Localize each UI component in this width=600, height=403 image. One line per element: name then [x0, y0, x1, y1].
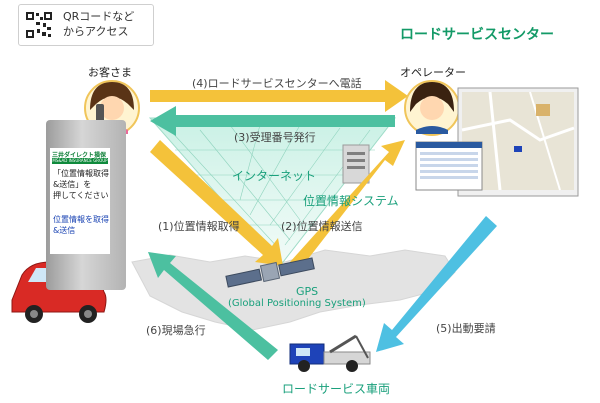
qr-note-line2: からアクセス: [63, 25, 129, 38]
screen-instruction: 「位置情報取得 &送信」を 押してください: [53, 168, 109, 201]
link-line2: &送信: [53, 226, 76, 235]
step3-label: (3)受理番号発行: [234, 131, 316, 144]
qr-code-icon: [25, 11, 53, 39]
screen-instruction-line2: &送信」を: [53, 180, 92, 189]
step2-label: (2)位置情報送信: [281, 220, 363, 233]
location-system-label: 位置情報システム: [303, 194, 399, 208]
screen-instruction-line3: 押してください: [53, 191, 109, 200]
operator-avatar: [404, 80, 460, 136]
screen-instruction-line1: 「位置情報取得: [53, 169, 109, 178]
internet-label: インターネット: [232, 169, 317, 183]
customer-label: お客さま: [88, 66, 132, 79]
step4-label: (4)ロードサービスセンターへ電話: [192, 77, 362, 90]
qr-note-line1: QRコードなど: [63, 10, 135, 23]
gps-satellite-icon: [225, 257, 315, 288]
gps-label: GPS: [296, 285, 319, 298]
arrow-step5: [376, 216, 497, 352]
insurer-group-badge: MS&AD INSURANCE GROUP: [52, 158, 108, 164]
arrow-step1: [150, 140, 283, 266]
gps-full-name: (Global Positioning System): [228, 298, 366, 309]
operator-label: オペレーター: [400, 66, 466, 79]
phone-screen: 三井ダイレクト損保 MS&AD INSURANCE GROUP 「位置情報取得 …: [50, 148, 110, 254]
step1-label: (1)位置情報取得: [158, 220, 240, 233]
arrow-step3: [150, 106, 395, 136]
get-send-location-link[interactable]: 位置情報を取得 &送信: [53, 214, 109, 236]
step5-label: (5)出動要請: [436, 322, 496, 335]
roadservice-vehicle-label: ロードサービス車両: [282, 382, 391, 396]
link-line1: 位置情報を取得: [53, 215, 109, 224]
arrow-step6: [148, 252, 278, 360]
qr-callout: QRコードなど からアクセス: [18, 4, 154, 46]
road-service-center-title: ロードサービスセンター: [400, 27, 554, 43]
operator-data-window: [415, 141, 483, 191]
network-mesh: [169, 124, 375, 251]
qr-callout-text: QRコードなど からアクセス: [63, 9, 134, 39]
tow-truck-icon: [289, 334, 371, 372]
arrow-step4: [150, 80, 408, 112]
step6-label: (6)現場急行: [146, 324, 206, 337]
insurer-brand: 三井ダイレクト損保: [52, 152, 107, 159]
arrow-step2: [290, 140, 405, 268]
server-icon: [342, 144, 370, 184]
